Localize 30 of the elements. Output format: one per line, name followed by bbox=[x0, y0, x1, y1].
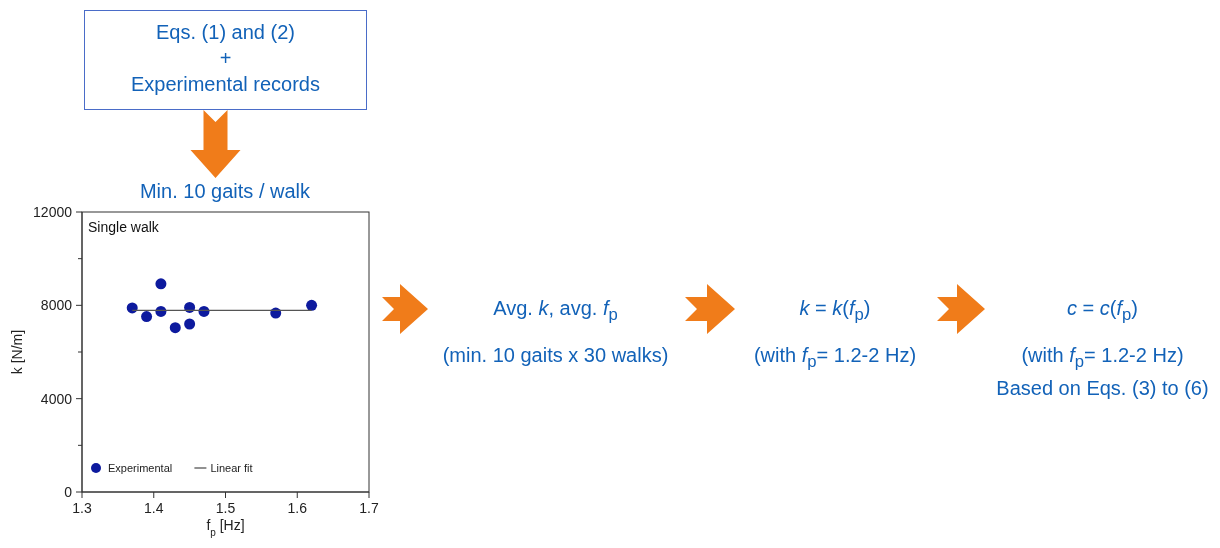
axis-title: k [N/m] bbox=[9, 329, 25, 375]
step-text: (with f$_{p}$= 1.2-2 Hz) bbox=[1020, 343, 1185, 373]
process-box bbox=[84, 10, 367, 110]
block-arrow bbox=[382, 284, 428, 334]
step-text: k = k(f$_{p}$) bbox=[798, 296, 872, 326]
axis-title: f$_{p}$ [Hz] bbox=[206, 517, 245, 538]
axis-tick-label: 4000 bbox=[40, 390, 72, 407]
step-text: c = c(f$_{p}$) bbox=[1066, 296, 1139, 326]
axis-tick-label: 12000 bbox=[33, 205, 72, 220]
axis-tick-label: 0 bbox=[64, 484, 72, 500]
axis-tick-label: 1.4 bbox=[144, 500, 164, 516]
step-heading: Min. 10 gaits / walk bbox=[138, 179, 312, 204]
block-arrow bbox=[685, 284, 735, 334]
step-text: (min. 10 gaits x 30 walks) bbox=[441, 343, 670, 368]
step-text: Avg. k, avg. f$_{p}$ bbox=[492, 296, 619, 326]
step-text: Based on Eqs. (3) to (6) bbox=[995, 376, 1210, 401]
axis-tick-label: 1.6 bbox=[287, 500, 307, 516]
box-text: Eqs. (1) and (2) bbox=[155, 20, 296, 45]
axis-tick-label: 8000 bbox=[40, 297, 72, 314]
legend-text: Linear fit bbox=[210, 462, 253, 474]
axis-tick-label: 1.3 bbox=[72, 500, 92, 516]
axis-tick-label: 1.5 bbox=[215, 500, 236, 516]
chart-title: Single walk bbox=[88, 219, 159, 235]
box-text: + bbox=[218, 46, 233, 71]
axis-tick-label: 1.7 bbox=[359, 500, 379, 516]
box-text: Experimental records bbox=[130, 72, 321, 97]
legend-text: Experimental bbox=[108, 462, 173, 474]
block-arrow bbox=[190, 110, 241, 178]
block-arrow bbox=[937, 284, 985, 334]
step-text: (with f$_{p}$= 1.2-2 Hz) bbox=[752, 343, 918, 373]
